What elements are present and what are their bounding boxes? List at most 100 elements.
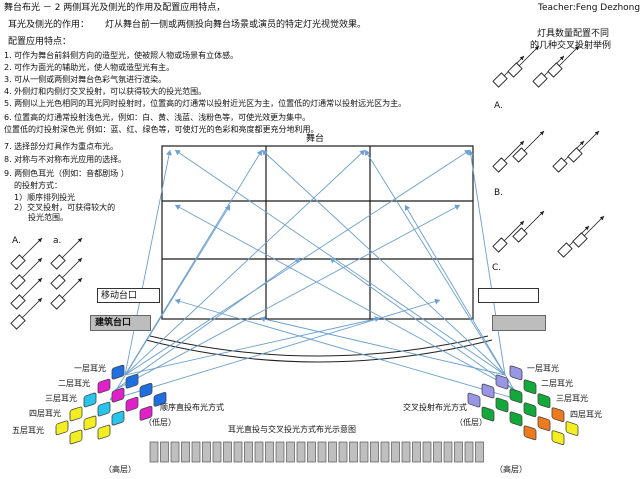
right-level-2: 二层耳光 (541, 379, 573, 388)
left-block-r4-1 (69, 406, 83, 422)
teacher-label: Teacher:Feng Dezhong (538, 3, 640, 13)
intro-text: 灯从舞台前一侧或两侧投向舞台场景或演员的特定灯光视觉效果。 (105, 20, 367, 30)
beam-arrow-18 (260, 316, 266, 323)
bottom-caption: 耳光直投与交叉投光方式布光示意图 (228, 425, 356, 434)
page-title: 舞台布光 － 2 两侧耳光及侧光的作用及配置应用特点， (4, 3, 226, 13)
left-block-r1-4 (153, 392, 167, 407)
seat-16 (307, 441, 316, 463)
beam-line-5 (114, 257, 301, 391)
beam-line-12 (174, 149, 506, 376)
left-block-r2-4 (139, 405, 153, 421)
seat-5 (191, 441, 201, 463)
seat-29 (443, 441, 453, 463)
point-1: 1. 可作为舞台前斜侧方向的造型光，使被照人物或场景有立体感。 (4, 51, 239, 60)
point-5: 5. 两侧以上光色相同的耳光同时投射时，位置高的灯通常以投射近光区为主，位置低的… (4, 99, 407, 108)
beam-line-13 (329, 257, 516, 391)
seat-20 (349, 441, 358, 463)
right-block-r4-1 (551, 407, 565, 422)
right-block-r2-2 (509, 388, 523, 404)
right-fixture-10 (512, 210, 545, 243)
point-4: 4. 外侧灯和内侧灯交叉投射，可以获得较大的投光范围。 (4, 87, 207, 96)
right-block-r2-3 (495, 397, 509, 413)
seat-31 (464, 441, 474, 463)
stage-grid (161, 145, 474, 320)
left-level-5: 五层耳光 (12, 426, 44, 435)
point-9-sub: 的投射方式： (14, 181, 62, 190)
right-fixture-4 (547, 45, 580, 78)
left-fixture-5 (50, 237, 83, 270)
right-note-line2: 的几种交叉投射举例 (530, 41, 612, 51)
seat-2 (160, 441, 169, 463)
right-block-r3-2 (523, 402, 537, 418)
label-A-right: A. (494, 101, 503, 111)
mode-2: 2）交叉投射，可获得较大的 (14, 203, 116, 212)
right-fixture-5 (492, 140, 525, 173)
moving-platform-right (478, 288, 539, 303)
right-block-r1-1 (509, 365, 523, 381)
beam-arrow-15 (404, 205, 411, 211)
seat-9 (233, 441, 243, 463)
beam-arrow-4 (464, 150, 470, 156)
seat-13 (275, 441, 285, 463)
building-platform-label: 建筑台口 (90, 315, 151, 331)
seat-21 (359, 441, 369, 463)
seat-1 (149, 441, 159, 463)
beam-arrow-9 (467, 150, 474, 156)
beam-line-1 (124, 149, 171, 376)
left-block-r4-3 (97, 424, 111, 440)
right-block-r3-3 (509, 411, 523, 427)
beam-arrow-3 (359, 150, 365, 156)
left-method: 顺序直投布光方式 (160, 403, 224, 412)
seat-7 (212, 441, 222, 463)
moving-platform-label: 移动台口 (97, 288, 160, 303)
beam-line-17 (124, 317, 381, 376)
beam-arrow-8 (434, 298, 440, 305)
beam-line-9 (469, 149, 506, 376)
seat-14 (286, 441, 295, 463)
seat-18 (328, 441, 337, 463)
right-high: （高层） (495, 465, 527, 474)
right-fixture-12 (572, 215, 605, 248)
left-block-r2-1 (97, 378, 111, 394)
point-7: 7. 选择部分灯具作为重点布光。 (4, 142, 119, 151)
stage-label: 舞台 (306, 134, 325, 144)
left-low: （低层） (144, 418, 176, 427)
left-level-2: 二层耳光 (58, 379, 90, 388)
right-level-1: 一层耳光 (527, 364, 559, 373)
beam-line-8 (109, 299, 441, 401)
point-9: 9. 两侧色耳光（例如：音都剧场 ） (4, 169, 129, 178)
label-C-right: C. (492, 263, 502, 273)
point-6: 6. 位置高的灯通常投射浅色光，例如：白、黄、浅蓝、浅粉色等，可使光效更为集中。 (4, 113, 311, 122)
beam-line-2 (124, 149, 263, 376)
beam-line-16 (174, 299, 521, 401)
left-block-r1-2 (125, 373, 139, 389)
left-fixture-6 (50, 257, 83, 290)
right-block-r5-1 (565, 421, 579, 436)
right-block-r2-1 (523, 379, 537, 395)
left-ear-light-tower (55, 364, 167, 445)
beam-arrow-17 (374, 316, 380, 323)
beam-arrow-5 (294, 258, 300, 264)
intro-heading: 耳光及侧光的作用： (8, 20, 90, 30)
left-level-4: 四层耳光 (29, 409, 61, 418)
seat-25 (401, 441, 411, 463)
left-level-1: 一层耳光 (74, 364, 106, 373)
audience-seats (149, 441, 484, 463)
right-level-3: 三层耳光 (556, 394, 588, 403)
left-fixture-2 (10, 257, 43, 290)
right-fixture-9 (492, 220, 525, 253)
beam-arrow-1 (166, 150, 172, 156)
seat-27 (422, 441, 432, 463)
beam-line-3 (124, 149, 366, 376)
beam-arrow-13 (330, 258, 336, 264)
seat-8 (223, 441, 232, 463)
stage-apron (145, 335, 493, 363)
point-2: 2. 可作为面光的辅助光，使人物或造型光有主。 (4, 63, 175, 72)
seat-32 (475, 441, 484, 463)
features-heading: 配置应用特点： (8, 37, 72, 47)
point-6-cont: 位置低的灯投射深色光 例如：蓝、红、绿色等，可使灯光的色彩和亮度都更充分地利用。 (4, 125, 319, 134)
seat-30 (454, 441, 463, 463)
beam-line-15 (404, 204, 521, 401)
beam-arrow-2 (256, 150, 262, 156)
point-3: 3. 可从一侧或两侧对舞台色彩气氛进行渲染。 (4, 75, 167, 84)
